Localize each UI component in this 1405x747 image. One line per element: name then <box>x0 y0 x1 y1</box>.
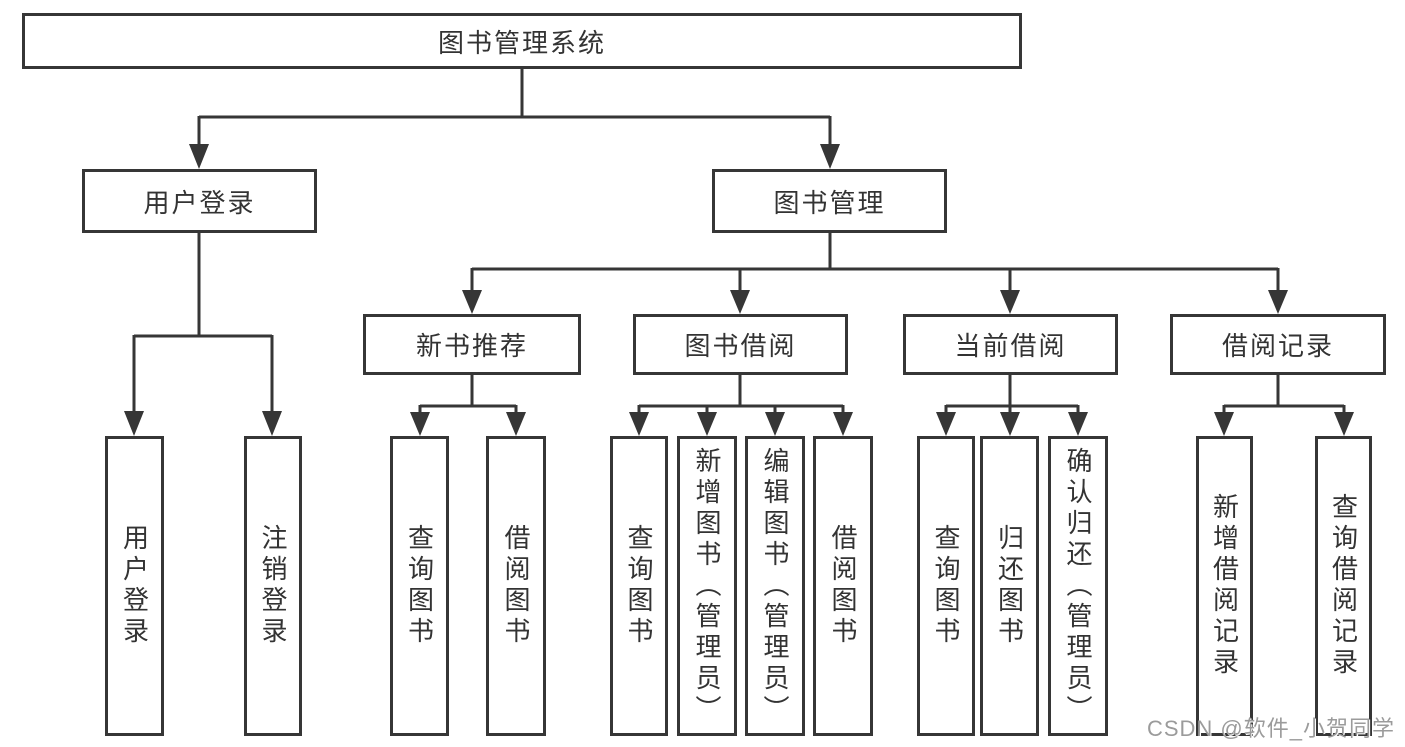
leaf-borrow-books-recommend: 借阅图书 <box>486 436 546 736</box>
leaf-add-books-admin: 新增图书（管理员） <box>677 436 737 736</box>
node-borrowing-records: 借阅记录 <box>1170 314 1386 375</box>
node-new-book-recommend: 新书推荐 <box>363 314 581 375</box>
leaf-borrow-books-borrowing: 借阅图书 <box>813 436 873 736</box>
leaf-user-login: 用户登录 <box>105 436 164 736</box>
node-book-borrowing: 图书借阅 <box>633 314 848 375</box>
leaf-query-books-current: 查询图书 <box>917 436 975 736</box>
leaf-query-borrow-record: 查询借阅记录 <box>1315 436 1372 736</box>
leaf-logout: 注销登录 <box>244 436 302 736</box>
leaf-edit-books-admin: 编辑图书（管理员） <box>745 436 805 736</box>
node-library-system: 图书管理系统 <box>22 13 1022 69</box>
arrowheads <box>124 144 1354 436</box>
node-user-login: 用户登录 <box>82 169 317 233</box>
csdn-watermark: CSDN @软件_小贺同学 <box>1146 716 1395 741</box>
leaf-return-books: 归还图书 <box>980 436 1039 736</box>
node-book-management: 图书管理 <box>712 169 947 233</box>
leaf-confirm-return-admin: 确认归还（管理员） <box>1048 436 1108 736</box>
leaf-query-books-recommend: 查询图书 <box>390 436 449 736</box>
node-current-borrowing: 当前借阅 <box>903 314 1118 375</box>
leaf-add-borrow-record: 新增借阅记录 <box>1196 436 1253 736</box>
leaf-query-books-borrowing: 查询图书 <box>610 436 668 736</box>
